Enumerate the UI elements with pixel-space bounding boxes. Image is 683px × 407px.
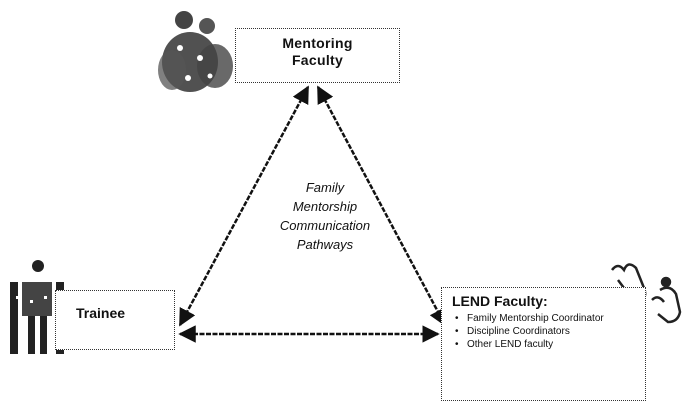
center-label-line1: Family — [305, 180, 345, 195]
lend-faculty-title: LEND Faculty: — [452, 293, 548, 309]
mentoring-faculty-label-line2: Faculty — [291, 52, 344, 68]
edge-mentoring-lend — [316, 85, 447, 327]
list-item: Family Mentorship Coordinator — [455, 312, 639, 325]
edge-mentoring-trainee — [178, 85, 310, 327]
mentoring-faculty-node: Mentoring Faculty — [235, 28, 400, 83]
people-group-icon — [158, 11, 233, 92]
center-label-line4: Pathways — [296, 237, 354, 252]
trainee-node: Trainee — [55, 290, 175, 350]
lend-faculty-node: LEND Faculty: Family Mentorship Coordina… — [441, 287, 646, 401]
list-item: Other LEND faculty — [455, 338, 639, 351]
center-label-line2: Mentorship — [292, 199, 358, 214]
center-label: Family Mentorship Communication Pathways — [255, 178, 395, 254]
list-item: Discipline Coordinators — [455, 325, 639, 338]
lend-faculty-list: Family Mentorship Coordinator Discipline… — [452, 312, 639, 351]
mentoring-faculty-label-line1: Mentoring — [282, 35, 353, 51]
center-label-line3: Communication — [279, 218, 371, 233]
trainee-label: Trainee — [76, 305, 126, 321]
